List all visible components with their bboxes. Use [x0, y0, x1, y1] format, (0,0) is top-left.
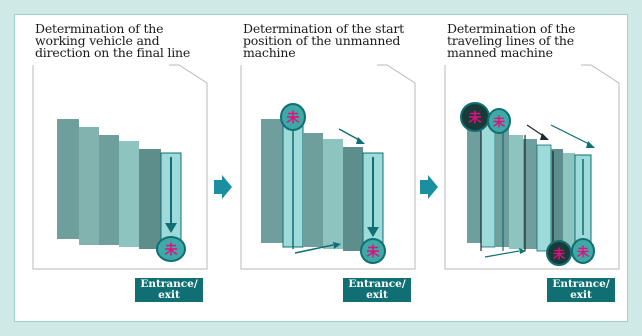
entrance-exit-label: Entrance/ exit [547, 278, 615, 302]
panel-manned-lines: 未 未 未 未 Determination of the traveling l… [441, 21, 621, 311]
direction-arrowhead [165, 223, 177, 233]
entrance-exit-label: Entrance/ exit [135, 278, 203, 302]
field-block [509, 135, 523, 249]
field-block [119, 141, 139, 247]
field-block [563, 153, 575, 251]
field-block [467, 121, 481, 243]
entrance-exit-label: Entrance/ exit [343, 278, 411, 302]
field-block [523, 139, 537, 249]
panel-1-caption: Determination of the working vehicle and… [35, 21, 191, 60]
manned-end-marker: 未 [546, 240, 572, 266]
manned-start-marker: 未 [460, 102, 490, 132]
svg-text:未: 未 [365, 244, 380, 260]
panel-3-caption: Determination of the traveling lines of … [447, 21, 576, 60]
flow-arrow-icon [214, 175, 232, 199]
unmanned-start-marker: 未 [487, 108, 511, 134]
panel-3-illustration: 未 未 未 未 [444, 64, 620, 270]
flow-arrow-icon [420, 175, 438, 199]
field-block [343, 147, 363, 251]
svg-text:未: 未 [467, 110, 482, 126]
field-block [495, 127, 509, 247]
field-block [261, 119, 283, 243]
field-block [536, 144, 552, 252]
svg-text:未: 未 [552, 246, 565, 261]
panel-1-illustration: 未 [32, 64, 208, 270]
unmanned-marker: 未 [156, 236, 186, 262]
panel-2-illustration: 未 未 [240, 64, 416, 270]
panel-working-vehicle: 未 Determination of the working vehicle a… [29, 21, 209, 311]
unmanned-end-marker: 未 [571, 238, 595, 264]
field-block [303, 133, 323, 247]
svg-text:未: 未 [492, 114, 505, 129]
marker-glyph: 未 [163, 242, 178, 258]
panel-2-caption: Determination of the start position of t… [243, 21, 404, 60]
field-block [99, 135, 119, 245]
panel-unmanned-start: 未 未 Determination of the start position … [237, 21, 417, 311]
field-block [551, 149, 563, 251]
field-block [139, 149, 161, 249]
unmanned-end-marker: 未 [360, 238, 386, 264]
unmanned-start-marker: 未 [280, 103, 306, 131]
svg-text:未: 未 [285, 110, 300, 126]
field-block [57, 119, 79, 239]
field-block [323, 139, 343, 249]
diagram-frame: 未 Determination of the working vehicle a… [14, 14, 628, 322]
svg-text:未: 未 [576, 244, 589, 259]
field-block [480, 124, 496, 248]
field-block [79, 127, 99, 245]
